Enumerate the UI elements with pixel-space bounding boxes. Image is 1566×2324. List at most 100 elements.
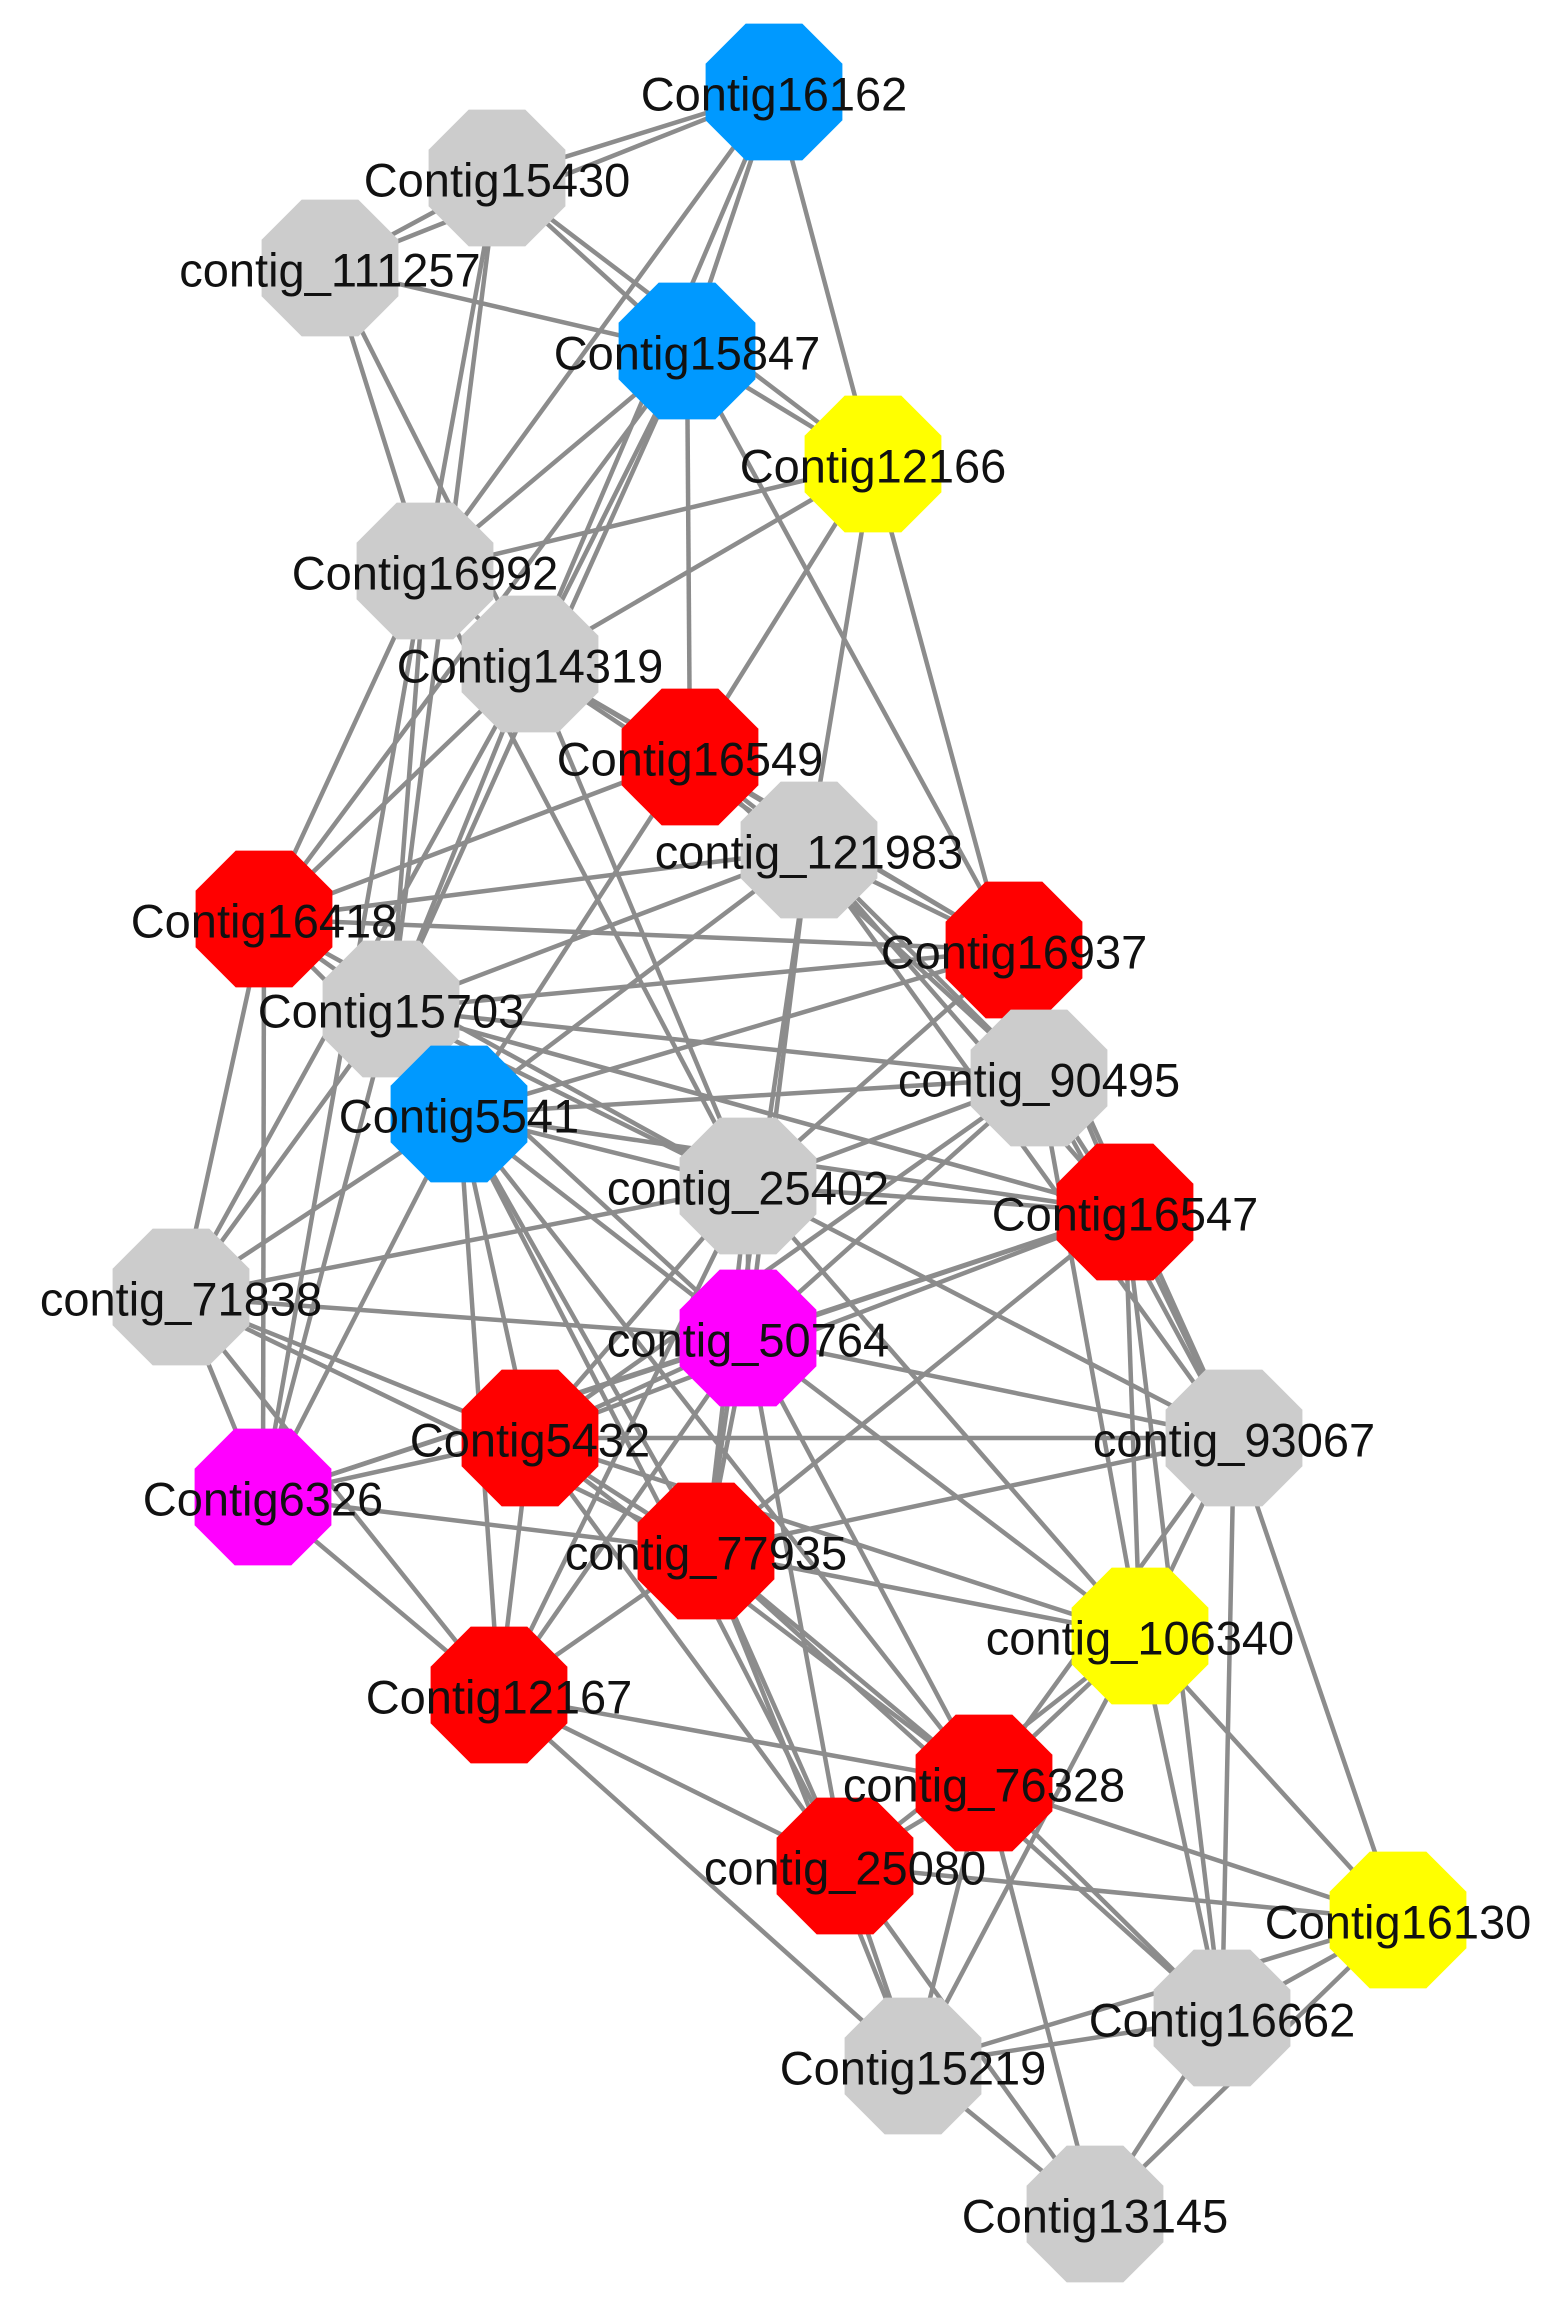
node-label-contig5432: Contig5432	[410, 1414, 650, 1467]
node-contig-77935	[637, 1482, 775, 1620]
edge-contig-25402-contig-93067	[746, 1184, 1236, 1440]
node-contig12167	[430, 1626, 568, 1764]
node-contig16418	[195, 850, 333, 988]
node-contig-93067	[1165, 1369, 1303, 1507]
edge-contig16549-contig-90495	[688, 755, 1041, 1080]
node-label-contig15847: Contig15847	[554, 327, 821, 380]
node-label-contig-111257: contig_111257	[179, 244, 480, 297]
edge-contig15847-contig16937	[685, 349, 1016, 952]
node-contig15847	[618, 282, 756, 420]
edge-contig-121983-contig16547	[807, 848, 1127, 1214]
node-label-contig-90495: contig_90495	[898, 1054, 1180, 1107]
node-contig-50764	[679, 1269, 817, 1407]
node-contig-25402	[679, 1117, 817, 1255]
edge-contig-50764-contig12167	[497, 1336, 750, 1697]
edge-contig16547-contig5432	[529, 1209, 1126, 1441]
node-contig-71838	[112, 1228, 250, 1366]
edge-contig-25402-contig-106340	[746, 1184, 1142, 1638]
node-label-contig6326: Contig6326	[143, 1473, 383, 1526]
edge-contig-111257-contig14319	[327, 266, 533, 666]
node-label-contig-121983: contig_121983	[655, 826, 963, 879]
edge-contig-106340-contig15219	[911, 1634, 1142, 2068]
node-label-contig16418: Contig16418	[131, 895, 398, 948]
node-contig15703	[322, 940, 460, 1078]
edge-contig-121983-contig16418	[263, 847, 810, 922]
edge-contig12167-contig-76328	[498, 1692, 985, 1786]
edge-contig-121983-contig15703	[390, 847, 810, 1012]
node-contig13145	[1026, 2145, 1164, 2283]
edge-contig5432-contig-106340	[529, 1435, 1141, 1639]
node-contig-25080	[776, 1797, 914, 1935]
node-label-contig15219: Contig15219	[780, 2042, 1047, 2095]
node-contig16992	[356, 502, 494, 640]
edge-contig15703-contig-90495	[390, 1006, 1040, 1081]
node-label-contig-71838: contig_71838	[40, 1273, 322, 1326]
node-label-contig16162: Contig16162	[641, 68, 908, 121]
edge-contig-71838-contig12167	[179, 1295, 501, 1697]
node-contig15430	[428, 109, 566, 247]
edge-contig-76328-contig16130	[983, 1780, 1399, 1923]
edge-contig-50764-contig-25080	[745, 1337, 848, 1867]
node-label-contig5541: Contig5541	[339, 1090, 579, 1143]
edge-contig-71838-contig-77935	[180, 1294, 707, 1554]
edge-contig-50764-contig-76328	[746, 1336, 986, 1785]
node-contig-121983	[740, 781, 878, 919]
node-label-contig14319: Contig14319	[397, 640, 664, 693]
edge-contig-93067-contig-77935	[705, 1435, 1235, 1554]
edge-contig-25080-contig16130	[844, 1863, 1399, 1923]
edge-contig-77935-contig-106340	[705, 1548, 1141, 1639]
node-contig15219	[844, 1997, 982, 2135]
node-contig6326	[194, 1428, 332, 1566]
node-contig5432	[461, 1369, 599, 1507]
node-label-contig-25080: contig_25080	[704, 1842, 986, 1895]
edge-contig16418-contig16937	[263, 916, 1015, 953]
edge-contig12167-contig15219	[497, 1693, 915, 2068]
edge-contig5432-contig-25080	[528, 1436, 847, 1868]
node-label-contig16547: Contig16547	[992, 1188, 1259, 1241]
edge-contig-76328-contig13145	[981, 1782, 1098, 2215]
node-label-contig12166: Contig12166	[740, 440, 1007, 493]
node-contig14319	[461, 595, 599, 733]
edge-contig-25402-contig12167	[496, 1185, 751, 1696]
node-label-contig-50764: contig_50764	[607, 1314, 889, 1367]
edge-contig12166-contig16992	[424, 461, 874, 574]
edge-contig16992-contig15703	[388, 570, 428, 1010]
edge-contig-90495-contig5432	[528, 1076, 1041, 1440]
node-label-contig13145: Contig13145	[962, 2190, 1229, 2243]
node-contig-111257	[261, 199, 399, 337]
node-contig16662	[1153, 1949, 1291, 2087]
node-label-contig16130: Contig16130	[1265, 1896, 1532, 1949]
edge-contig6326-contig-77935	[262, 1494, 707, 1554]
node-label-contig16937: Contig16937	[881, 926, 1148, 979]
edge-contig16937-contig15703	[390, 947, 1015, 1012]
node-contig-106340	[1071, 1567, 1209, 1705]
node-label-contig15703: Contig15703	[258, 985, 525, 1038]
node-label-contig16992: Contig16992	[292, 547, 559, 600]
node-label-contig-106340: contig_106340	[986, 1612, 1294, 1665]
edge-contig16549-contig5541	[457, 755, 692, 1116]
edge-contig5541-contig-77935	[457, 1112, 708, 1553]
node-contig16547	[1056, 1143, 1194, 1281]
node-contig12166	[804, 395, 942, 533]
edge-contig-50764-contig-93067	[747, 1335, 1235, 1441]
node-contig16162	[705, 23, 843, 161]
node-label-contig-77935: contig_77935	[565, 1527, 847, 1580]
node-label-contig-25402: contig_25402	[607, 1162, 889, 1215]
node-contig16130	[1329, 1851, 1467, 1989]
edge-contig16547-contig-106340	[1122, 1211, 1143, 1637]
node-contig16937	[945, 881, 1083, 1019]
node-label-contig-93067: contig_93067	[1093, 1414, 1375, 1467]
node-label-contig12167: Contig12167	[366, 1671, 633, 1724]
node-label-contig16549: Contig16549	[557, 733, 824, 786]
node-label-contig15430: Contig15430	[364, 154, 631, 207]
node-contig-76328	[915, 1714, 1053, 1852]
node-contig-90495	[970, 1009, 1108, 1147]
edge-contig-90495-contig-106340	[1036, 1077, 1143, 1637]
edge-contig-90495-contig5541	[458, 1075, 1040, 1117]
node-contig16549	[621, 688, 759, 826]
edge-contig-93067-contig16662	[1219, 1437, 1237, 2019]
edge-contig16549-contig16418	[263, 754, 691, 922]
node-label-contig16662: Contig16662	[1089, 1994, 1356, 2047]
